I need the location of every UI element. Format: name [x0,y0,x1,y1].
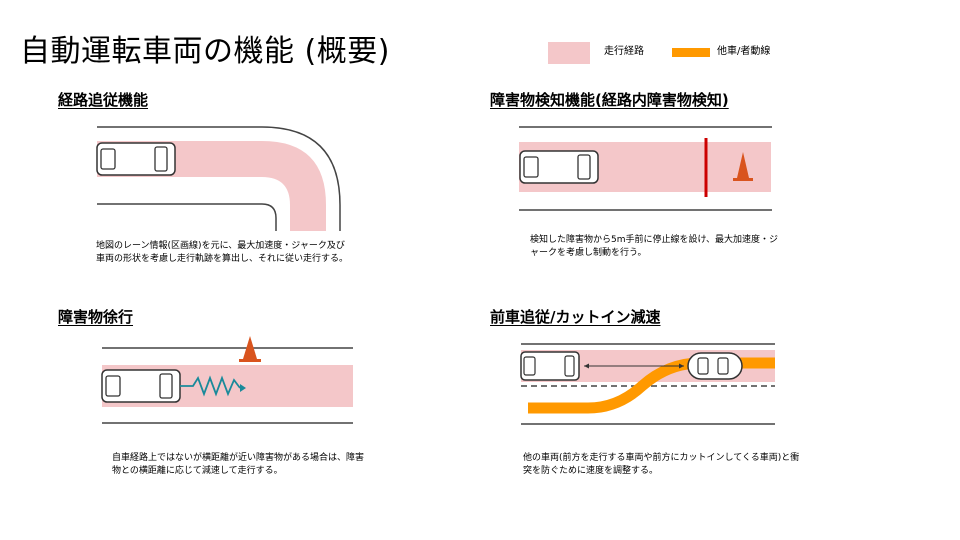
section-obstacle-detect-desc: 検知した障害物から5m手前に停止線を設け、最大加速度・ジャークを考慮し制動を行う… [530,235,779,258]
section-obstacle-detect-title: 障害物検知機能(経路内障害物検知) [490,91,729,109]
section-route-follow-title: 経路追従機能 [58,91,149,109]
section-obstacle-slow-desc: 自車経路上ではないが横距離が近い障害物がある場合は、障害物との横距離に応じて減速… [112,453,365,476]
route-follow-inner-lane [97,203,277,231]
lead-follow-cut-in-car [687,352,743,380]
route-follow-outer-lane [97,126,341,231]
lead-follow-ego-car [520,351,580,381]
page-title: 自動運転車両の機能 (概要) [20,34,390,69]
section-lead-follow-title: 前車追従/カットイン減速 [490,308,661,326]
route-follow-car [96,142,176,176]
legend-other-swatch [672,48,710,57]
legend-route-swatch [548,42,590,64]
slowdown-wave-arrowhead [240,384,246,392]
slowdown-wave [180,375,241,397]
obstacle-detect-car [519,150,599,184]
cut-in-trajectory [528,357,775,414]
section-obstacle-slow-title: 障害物徐行 [58,308,134,326]
obstacle-slow-car [101,369,181,403]
legend-other-label: 他車/者動線 [717,46,771,57]
obstacle-detect-cone [733,152,753,181]
legend-route-label: 走行経路 [604,46,644,57]
obstacle-slow-cone [239,336,261,362]
section-route-follow-desc: 地図のレーン情報(区画線)を元に、最大加速度・ジャーク及び車両の形状を考慮し走行… [96,241,349,264]
section-lead-follow-desc: 他の車両(前方を走行する車両や前方にカットインしてくる車両)と衝突を防ぐために速… [523,453,800,476]
